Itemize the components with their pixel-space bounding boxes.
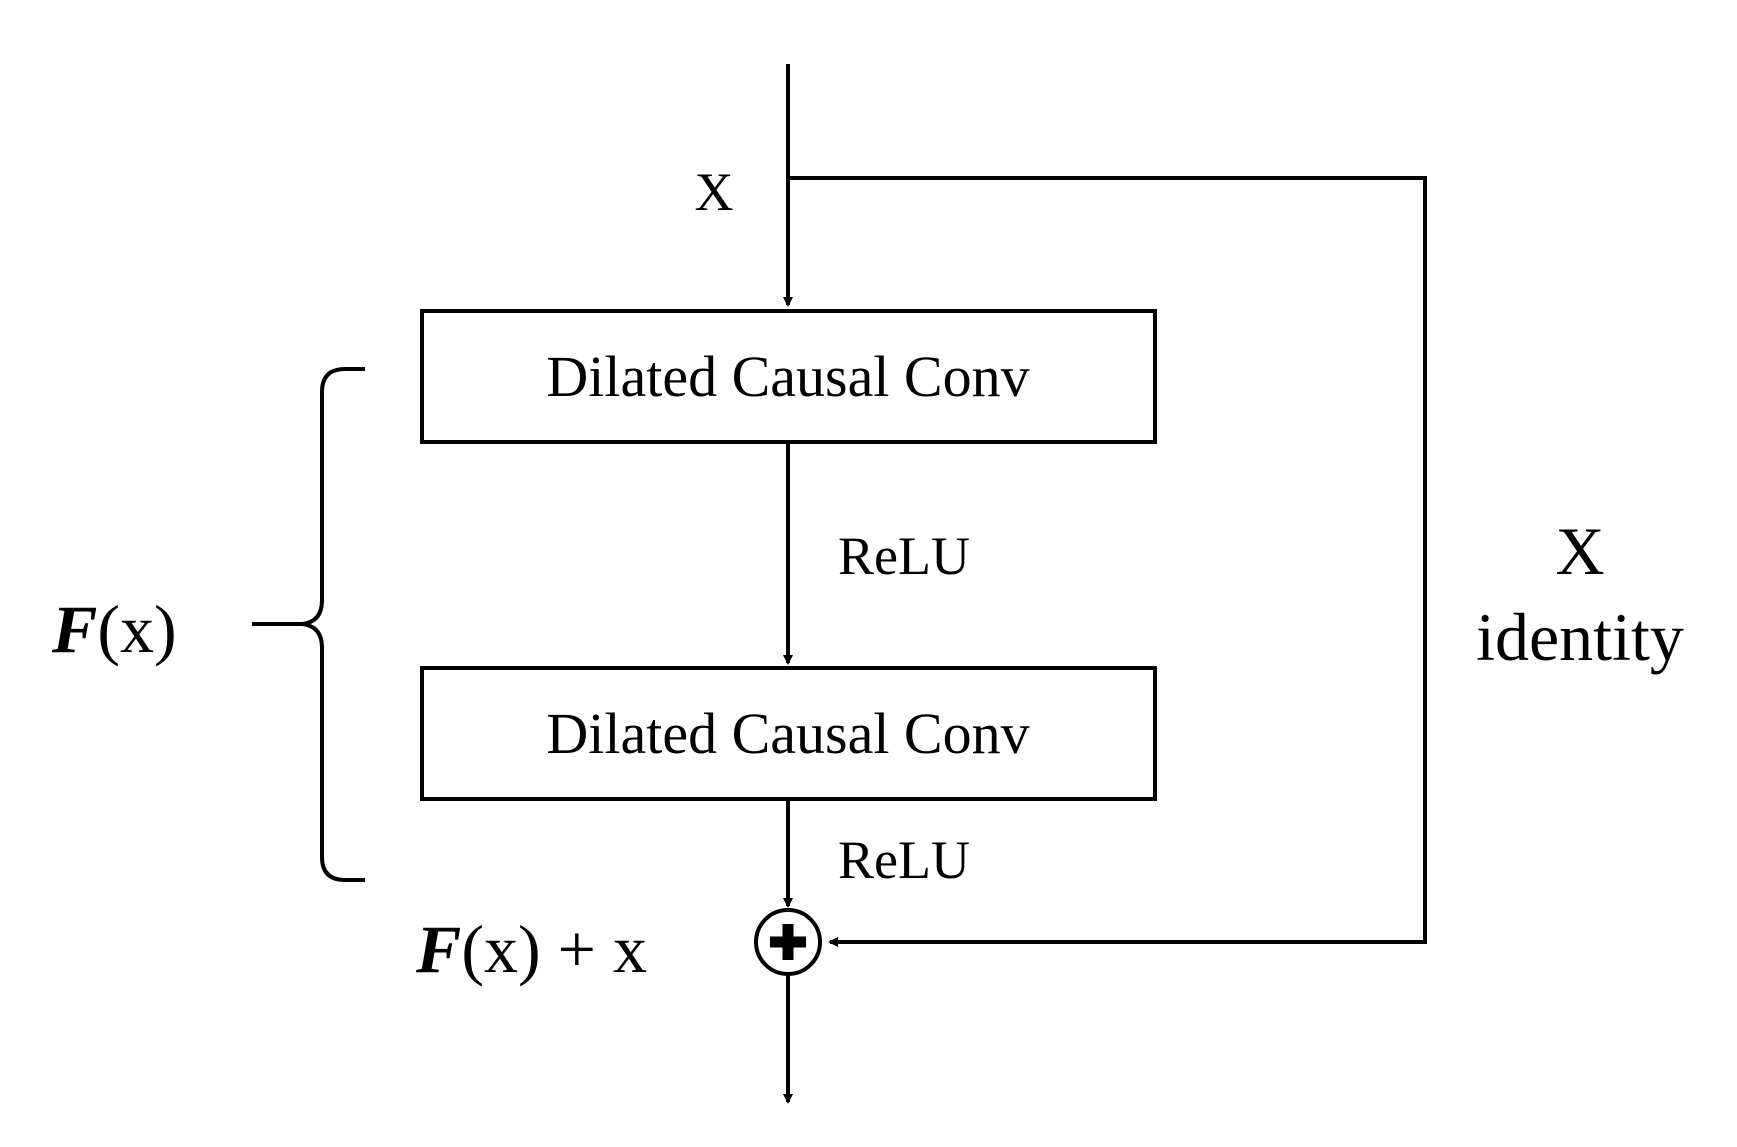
dilated-conv-block-1-label: Dilated Causal Conv [546, 344, 1029, 409]
sum-node [754, 908, 822, 976]
dilated-conv-block-2-label: Dilated Causal Conv [546, 701, 1029, 766]
dilated-conv-block-2 [420, 666, 1157, 801]
sum-expression-label: F(x) + x [415, 911, 647, 987]
residual-function-label: F(x) [51, 591, 177, 667]
relu-label-1: ReLU [838, 526, 970, 586]
skip-label-x: X [1555, 513, 1604, 589]
input-label: X [695, 162, 734, 222]
skip-connection-line [788, 176, 1427, 947]
relu-label-2: ReLU [838, 830, 970, 890]
dilated-conv-block-1 [420, 309, 1157, 444]
skip-label-identity: identity [1476, 599, 1684, 675]
residual-function-brace [252, 367, 365, 882]
